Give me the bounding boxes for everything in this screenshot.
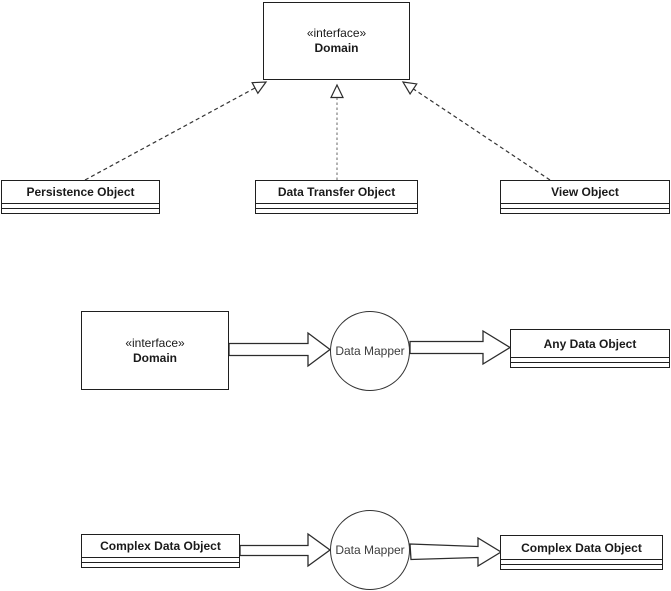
empty-operations-compartment xyxy=(511,362,669,367)
any-data-object-label: Any Data Object xyxy=(543,336,637,351)
complex-data-object-source-label: Complex Data Object xyxy=(100,539,221,553)
empty-operations-compartment xyxy=(2,208,159,213)
complex-data-object-target-box: Complex Data Object xyxy=(500,535,663,570)
empty-attributes-compartment xyxy=(256,203,417,208)
view-object-box: View Object xyxy=(500,180,670,214)
complex-data-object-source-box: Complex Data Object xyxy=(81,534,240,568)
empty-operations-compartment xyxy=(501,208,669,213)
complex-data-object-target-label: Complex Data Object xyxy=(521,540,642,555)
data-transfer-object-label: Data Transfer Object xyxy=(277,185,396,199)
realization-edge-persistence xyxy=(84,81,268,181)
interface-stereotype-label: «interface» xyxy=(125,335,185,350)
empty-operations-compartment xyxy=(501,564,662,569)
empty-attributes-compartment xyxy=(501,203,669,208)
block-arrow-mapper-to-complex xyxy=(409,536,503,568)
data-mapper-label: Data Mapper xyxy=(335,543,405,557)
data-mapper-label: Data Mapper xyxy=(335,344,405,358)
empty-operations-compartment xyxy=(256,208,417,213)
interface-domain-box-top: «interface» Domain xyxy=(263,2,410,80)
data-transfer-object-box: Data Transfer Object xyxy=(255,180,418,214)
persistence-object-label: Persistence Object xyxy=(26,185,135,199)
empty-attributes-compartment xyxy=(82,557,239,562)
data-mapper-circle-middle: Data Mapper xyxy=(330,311,410,391)
block-arrow-complex-to-mapper xyxy=(239,532,332,568)
interface-name-label: Domain xyxy=(132,350,177,365)
interface-domain-box-middle: «interface» Domain xyxy=(81,311,229,390)
interface-stereotype-label: «interface» xyxy=(306,26,367,40)
interface-name-label: Domain xyxy=(314,41,359,55)
data-mapper-circle-bottom: Data Mapper xyxy=(330,510,410,590)
empty-attributes-compartment xyxy=(2,203,159,208)
persistence-object-box: Persistence Object xyxy=(1,180,160,214)
any-data-object-box: Any Data Object xyxy=(510,329,670,368)
empty-operations-compartment xyxy=(82,562,239,567)
empty-attributes-compartment xyxy=(501,559,662,564)
block-arrow-mapper-to-any-data xyxy=(409,329,512,366)
realization-edge-view xyxy=(401,81,551,181)
empty-attributes-compartment xyxy=(511,357,669,362)
block-arrow-domain-to-mapper xyxy=(228,331,332,368)
view-object-label: View Object xyxy=(551,185,619,199)
